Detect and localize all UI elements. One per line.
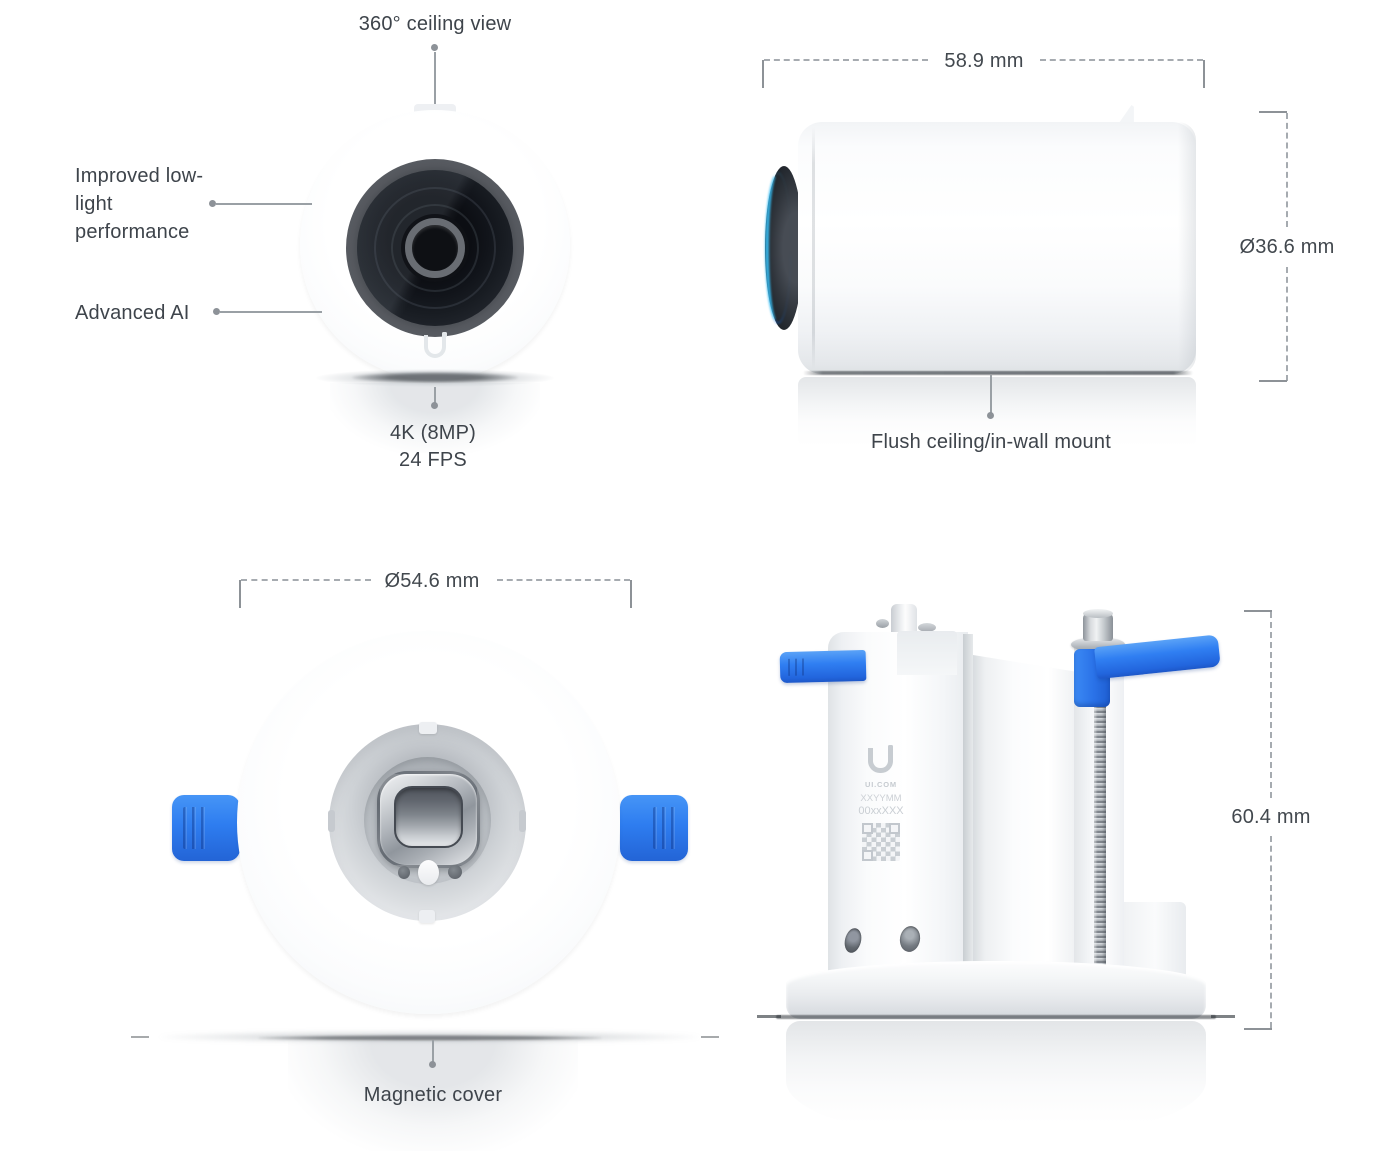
camera-side-body	[798, 122, 1196, 374]
leader-line	[216, 203, 312, 205]
leader-line	[220, 311, 322, 313]
mount-notch-top	[419, 722, 437, 734]
dimension-end	[1259, 111, 1287, 113]
dimension-end	[630, 580, 632, 608]
mount-center-hole	[394, 786, 463, 848]
dimension-line	[1270, 612, 1272, 798]
dimension-end	[1259, 380, 1287, 382]
label-brand-url: UI.COM	[865, 780, 897, 789]
threaded-rod	[1094, 686, 1106, 986]
leader-dot	[209, 200, 216, 207]
base-reflection	[786, 1021, 1206, 1141]
shadow-streak-left	[757, 1015, 781, 1018]
leader-dot	[431, 44, 438, 51]
label-framerate: 24 FPS	[399, 449, 467, 471]
mount-wing-tab-left	[172, 795, 240, 861]
mount-slot-left	[328, 810, 335, 832]
leader-line	[434, 52, 436, 110]
dimension-height-label: 60.4 mm	[1231, 806, 1311, 828]
mount-screw-hole-right	[448, 865, 462, 879]
dimension-line	[1040, 59, 1203, 61]
mount-screw-hole-left	[398, 866, 410, 879]
camera-shadow	[352, 372, 518, 383]
dimension-line	[1270, 836, 1272, 1028]
shadow-streak-left	[131, 1036, 149, 1038]
camera-body	[300, 110, 570, 380]
mount-wing-tab-right	[620, 795, 688, 861]
mount-notch-bottom	[419, 910, 435, 923]
leader-line	[990, 375, 992, 413]
mount-wing-tab-left	[779, 649, 867, 684]
dimension-width-label: 58.9 mm	[944, 50, 1024, 72]
side-body-reflection	[798, 377, 1196, 447]
mount-seam	[963, 634, 973, 980]
leader-line	[434, 387, 436, 403]
dimension-end	[1203, 60, 1205, 88]
label-flush-mount: Flush ceiling/in-wall mount	[871, 431, 1111, 453]
u-logo-icon	[866, 745, 894, 777]
dimension-end	[1244, 610, 1272, 612]
leader-line	[432, 1040, 434, 1063]
lens-inner-ring	[374, 187, 496, 309]
mount-slot-right	[519, 810, 526, 832]
leader-dot	[213, 308, 220, 315]
leader-dot	[431, 402, 438, 409]
disc-shadow	[258, 1035, 602, 1041]
fisheye-lens-bulge	[765, 166, 803, 330]
dimension-line	[764, 59, 928, 61]
dimension-end	[762, 60, 764, 88]
screw-cap	[1083, 609, 1113, 618]
label-serial-2: 00xxXXX	[858, 805, 904, 817]
dimension-end	[239, 580, 241, 608]
dimension-diameter-label: Ø54.6 mm	[384, 570, 480, 592]
label-magnetic-cover: Magnetic cover	[363, 1084, 503, 1106]
mount-clip-tab	[1119, 105, 1134, 123]
dimension-line	[1286, 113, 1288, 227]
label-low-light: Improved low-light performance	[75, 165, 204, 243]
mount-button	[418, 860, 439, 885]
camera-lens	[346, 159, 524, 337]
label-advanced-ai: Advanced AI	[75, 302, 190, 324]
label-serial-1: XXYYMM	[860, 793, 902, 804]
mount-recessed-panel	[973, 655, 1074, 982]
mount-body-cylinder	[828, 632, 968, 982]
shadow-streak-right	[701, 1036, 719, 1038]
leader-dot	[987, 412, 994, 419]
mount-base	[786, 961, 1206, 1019]
label-360-ceiling-view: 360° ceiling view	[358, 13, 512, 35]
lens-aperture	[405, 218, 465, 278]
dimension-diameter-label: Ø36.6 mm	[1239, 236, 1335, 258]
dimension-line	[497, 579, 630, 581]
side-body-shadow	[803, 371, 1193, 375]
base-shadow	[776, 1015, 1216, 1019]
mount-top-block	[897, 631, 957, 675]
lens-inner-ring-2	[391, 204, 479, 292]
mount-screw-small	[918, 623, 936, 632]
dimension-end	[1244, 1028, 1272, 1030]
dimension-line	[1286, 267, 1288, 381]
shadow-streak-right	[1211, 1015, 1235, 1018]
dimension-line	[241, 579, 371, 581]
mount-screw-small	[876, 619, 889, 628]
u-logo-icon	[422, 332, 448, 360]
label-resolution: 4K (8MP)	[389, 422, 477, 444]
leader-dot	[429, 1061, 436, 1068]
qr-code-icon	[862, 823, 900, 861]
